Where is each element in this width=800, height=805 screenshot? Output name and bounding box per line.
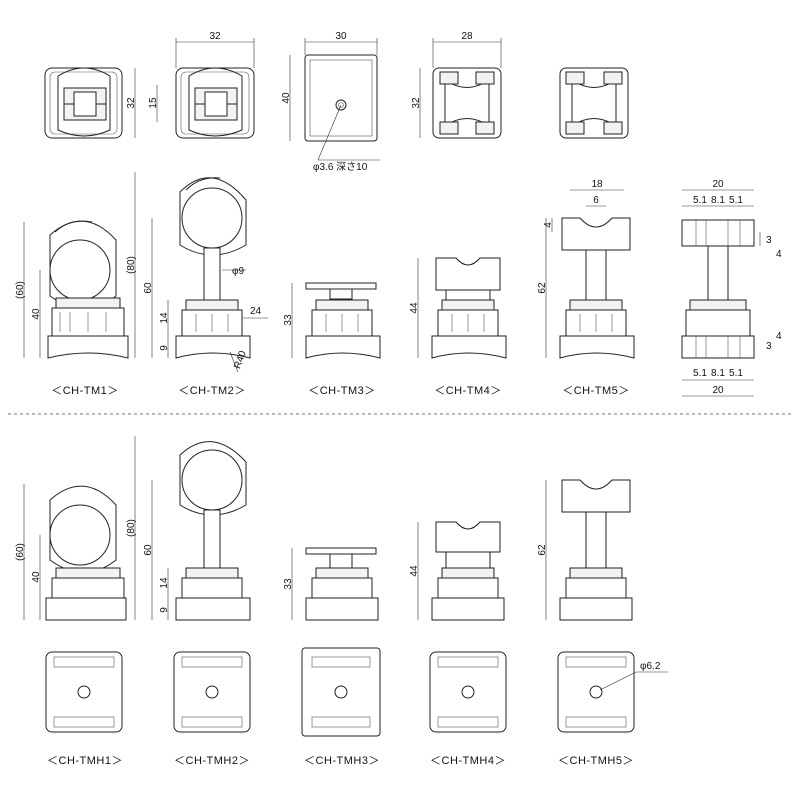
section-view-tm5: 20 5.1 8.1 5.1 3 4 3 4 5.1 8.1 5.1 20 [681, 179, 782, 397]
dim-h40: 40 [281, 92, 292, 104]
face-view-tmh1 [45, 651, 123, 733]
dim-tmh3-33: 33 [283, 578, 294, 590]
dim-tmh4-44: 44 [409, 565, 420, 577]
dim-s20: 20 [712, 179, 724, 190]
dim-s3b: 3 [766, 341, 772, 352]
face-views: φ6.2 [45, 647, 668, 737]
dim-s3: 3 [766, 235, 772, 246]
dim-tmh1-40: 40 [31, 571, 42, 583]
side-view-tm1: (60) 40 [15, 220, 129, 359]
top-view-tm1 [44, 67, 123, 139]
dim-tm2-14: 14 [159, 312, 170, 324]
dim-s51a: 5.1 [693, 195, 707, 206]
face-view-tmh2 [173, 651, 251, 733]
dim-w30: 30 [335, 31, 347, 42]
dim-tm1-40: 40 [31, 308, 42, 320]
labels-bottom: ＜CH-TMH1＞ ＜CH-TMH2＞ ＜CH-TMH3＞ ＜CH-TMH4＞ … [47, 755, 634, 767]
side-view-tm4: 44 [409, 257, 507, 359]
top-dimensions: 32 30 28 32 15 40 32 φ3.6 深さ10 [126, 31, 502, 173]
top-view-tm2 [175, 67, 255, 139]
side-view-tmh2: (80) 60 14 9 [126, 436, 251, 621]
label-ch-tmh2: ＜CH-TMH2＞ [174, 755, 250, 767]
label-ch-tmh3: ＜CH-TMH3＞ [304, 755, 380, 767]
label-ch-tm2: ＜CH-TM2＞ [178, 385, 246, 397]
side-view-tmh4: 44 [409, 521, 505, 621]
dim-tm2-24: 24 [250, 306, 262, 317]
dim-h32b: 32 [411, 97, 422, 109]
dim-tmh1-60: (60) [15, 543, 26, 561]
dim-tm4-44: 44 [409, 302, 420, 314]
dim-tm3-33: 33 [283, 314, 294, 326]
side-view-tmh1: (60) 40 [15, 484, 127, 621]
label-ch-tmh1: ＜CH-TMH1＞ [47, 755, 123, 767]
dim-w32: 32 [209, 31, 221, 42]
dim-h32a: 32 [126, 97, 137, 109]
side-view-tmh3: 33 [283, 547, 379, 621]
dim-tm5-4: 4 [543, 222, 554, 228]
label-ch-tmh5: ＜CH-TMH5＞ [558, 755, 634, 767]
top-view-tm4 [432, 67, 502, 139]
dim-tm5-62: 62 [537, 282, 548, 294]
dim-tm2-phi9: φ9 [232, 266, 244, 277]
dim-tmh5-62: 62 [537, 544, 548, 556]
dim-h15: 15 [148, 97, 159, 109]
dim-s51d: 5.1 [729, 368, 743, 379]
label-ch-tm1: ＜CH-TM1＞ [51, 385, 119, 397]
dim-s81: 8.1 [711, 195, 725, 206]
dim-tm5-6: 6 [593, 195, 599, 206]
dim-s20b: 20 [712, 385, 724, 396]
dim-s4b: 4 [776, 331, 782, 342]
dim-s81b: 8.1 [711, 368, 725, 379]
face-view-tmh5 [557, 651, 635, 733]
dim-hole36: φ3.6 深さ10 [313, 161, 368, 173]
dim-tmh2-60: 60 [143, 544, 154, 556]
face-view-tmh4 [429, 651, 507, 733]
dim-s51c: 5.1 [693, 368, 707, 379]
dim-tmh2-80: (80) [126, 519, 137, 537]
dim-tm2-9: 9 [159, 345, 170, 351]
label-ch-tm5: ＜CH-TM5＞ [562, 385, 630, 397]
side-view-tmh5: 62 [537, 479, 633, 621]
dim-tmh2-9: 9 [159, 607, 170, 613]
dim-tm1-60: (60) [15, 281, 26, 299]
dim-s4: 4 [776, 249, 782, 260]
dim-tm2-80: (80) [126, 256, 137, 274]
label-ch-tm4: ＜CH-TM4＞ [434, 385, 502, 397]
side-view-tm3: 33 [283, 282, 381, 359]
top-view-tm5 [559, 67, 629, 139]
dim-s51b: 5.1 [729, 195, 743, 206]
top-view-tm3 [304, 54, 378, 142]
dim-w28: 28 [461, 31, 473, 42]
label-ch-tmh4: ＜CH-TMH4＞ [430, 755, 506, 767]
dim-tm5-18: 18 [591, 179, 603, 190]
side-view-tm2: (80) 60 14 9 φ9 24 R40 [126, 172, 268, 373]
label-ch-tm3: ＜CH-TM3＞ [308, 385, 376, 397]
dim-hole62: φ6.2 [640, 661, 661, 672]
side-view-tm5: 18 6 4 62 [537, 179, 635, 359]
dim-tm2-60: 60 [143, 282, 154, 294]
labels-top: ＜CH-TM1＞ ＜CH-TM2＞ ＜CH-TM3＞ ＜CH-TM4＞ ＜CH-… [51, 385, 630, 397]
face-view-tmh3 [301, 647, 381, 737]
dim-tmh2-14: 14 [159, 577, 170, 589]
